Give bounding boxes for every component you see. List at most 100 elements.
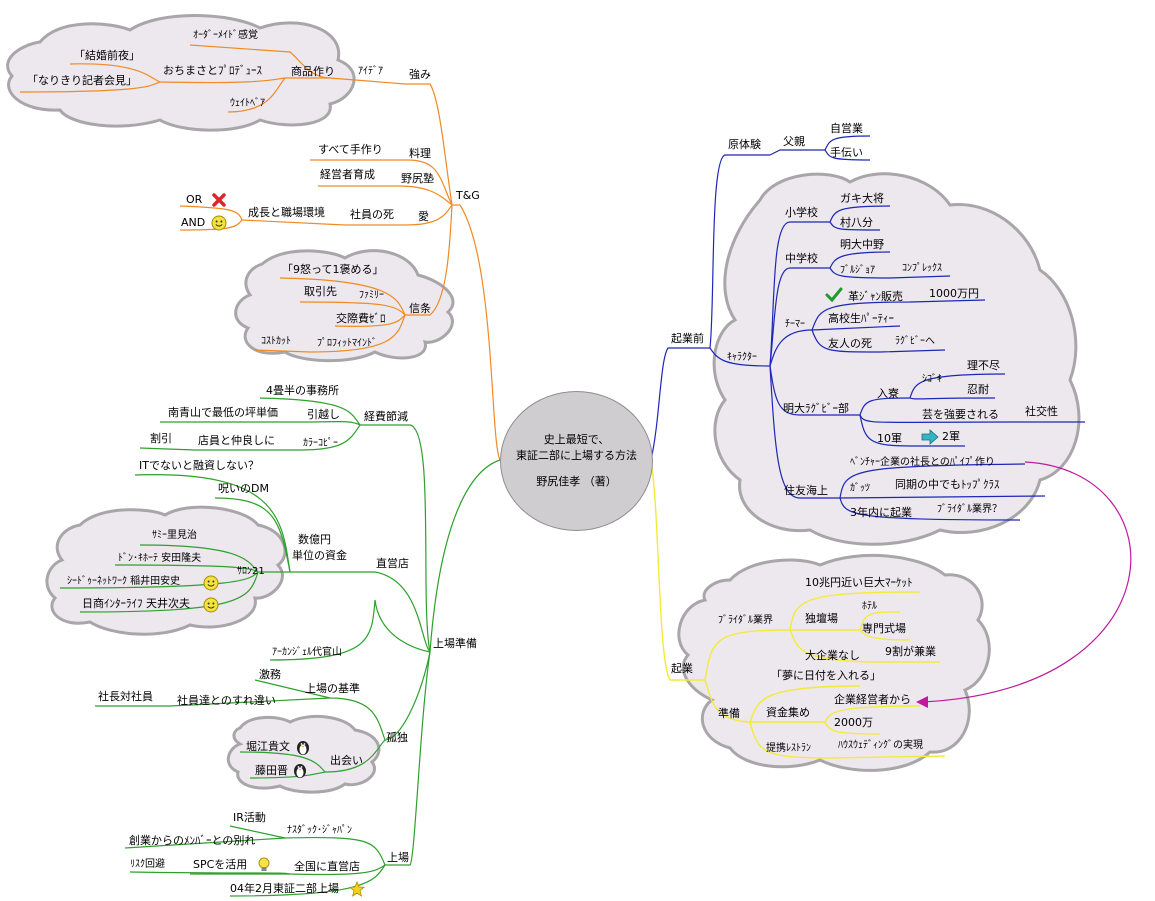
node-endure[interactable]: 忍耐	[967, 383, 989, 396]
node-meet[interactable]: 出会い	[330, 754, 363, 767]
node-nationwide[interactable]: 全国に直営店	[294, 860, 360, 873]
node-social[interactable]: 社交性	[1025, 405, 1058, 418]
node-unfair[interactable]: 理不尽	[967, 359, 1000, 372]
node-profit-mind[interactable]: ﾌﾟﾛﾌｨｯﾄﾏｲﾝﾄﾞ	[317, 338, 377, 349]
node-help[interactable]: 手伝い	[830, 146, 863, 159]
node-growth[interactable]: 成長と職場環境	[248, 206, 325, 219]
node-order-made[interactable]: ｵｰﾀﾞｰﾒｲﾄﾞ感覚	[193, 30, 258, 41]
node-family[interactable]: ﾌｧﾐﾘｰ	[359, 290, 384, 301]
node-hotel[interactable]: ﾎﾃﾙ	[862, 601, 877, 612]
node-character[interactable]: ｷｬﾗｸﾀｰ	[727, 352, 757, 363]
node-handmade[interactable]: すべて手作り	[318, 143, 383, 156]
node-solo[interactable]: 独壇場	[805, 612, 838, 625]
node-complex[interactable]: ｺﾝﾌﾟﾚｯｸｽ	[902, 263, 942, 274]
node-copier[interactable]: ｶﾗｰｺﾋﾟｰ	[303, 438, 338, 449]
node-salon[interactable]: ｻﾛﾝ21	[237, 566, 265, 577]
node-chapel[interactable]: 専門式場	[862, 622, 906, 635]
node-origin[interactable]: 原体験	[728, 138, 761, 151]
node-father[interactable]: 父親	[783, 135, 805, 148]
node-funds2[interactable]: 単位の資金	[292, 549, 347, 562]
node-sammy[interactable]: ｻﾐｰ里見治	[152, 530, 197, 541]
node-not-it[interactable]: ITでないと融資しない？	[139, 459, 259, 472]
node-fujita[interactable]: 藤田晋	[255, 764, 288, 777]
node-nasdaq[interactable]: ﾅｽﾀﾞｯｸ･ｼﾞｬﾊﾟﾝ	[287, 825, 352, 836]
node-junior[interactable]: 中学校	[785, 252, 818, 265]
node-tse[interactable]: 04年2月東証二部上場	[230, 882, 339, 895]
node-meidai[interactable]: 明大中野	[840, 238, 884, 251]
node-cursed-dm[interactable]: 呪いのDM	[218, 482, 269, 495]
node-friend-death[interactable]: 友人の死	[828, 337, 872, 350]
node-team2[interactable]: 2軍	[942, 430, 960, 443]
node-from-exec[interactable]: 企業経営者から	[834, 693, 911, 706]
node-direct-store[interactable]: 直営店	[376, 557, 409, 570]
node-gaki[interactable]: ガキ大将	[840, 192, 884, 205]
node-top-class[interactable]: 同期の中でもﾄｯﾌﾟｸﾗｽ	[895, 478, 1000, 491]
node-ochimasa[interactable]: おちまさとﾌﾟﾛﾃﾞｭｰｽ	[163, 64, 262, 77]
node-party[interactable]: 高校生ﾊﾟｰﾃｨｰ	[828, 312, 894, 325]
node-partner[interactable]: 提携ﾚｽﾄﾗﾝ	[766, 743, 811, 754]
node-self-employed[interactable]: 自営業	[830, 122, 863, 135]
node-farewell[interactable]: 創業からのﾒﾝﾊﾞｰとの別れ	[129, 834, 256, 847]
node-belief[interactable]: 信条	[409, 302, 431, 315]
node-seed[interactable]: ｼｰﾄﾞｩｰﾈｯﾄﾜｰｸ 稲井田安史	[67, 576, 181, 587]
node-discount[interactable]: 割引	[150, 432, 172, 445]
node-listing[interactable]: 上場	[387, 851, 409, 864]
node-prep[interactable]: 準備	[718, 707, 740, 720]
node-cost-cut[interactable]: ｺｽﾄｶｯﾄ	[261, 336, 291, 347]
central-topic[interactable]: 史上最短で、 東証二部に上場する方法 野尻佳孝 （著）	[500, 391, 653, 531]
node-team10[interactable]: 10軍	[877, 432, 902, 445]
node-mura[interactable]: 村八分	[840, 216, 873, 229]
node-risk[interactable]: ﾘｽｸ回避	[130, 859, 165, 870]
node-busy[interactable]: 激務	[259, 668, 281, 681]
node-president[interactable]: 社長対社員	[98, 690, 153, 703]
node-nine-anger[interactable]: 「9怒って1褒める」	[282, 263, 384, 276]
node-wedding-bear[interactable]: ｳｪｲﾄﾍﾞｱ	[230, 98, 265, 109]
node-product[interactable]: 商品作り	[291, 65, 335, 78]
node-idea[interactable]: ｱｲﾃﾞｱ	[358, 66, 383, 77]
node-clients[interactable]: 取引先	[304, 285, 337, 298]
node-cooking[interactable]: 料理	[409, 147, 431, 160]
node-cheap-area[interactable]: 南青山で最低の坪単価	[168, 406, 278, 419]
node-nojiri-juku[interactable]: 野尻塾	[401, 172, 434, 185]
node-solitude[interactable]: 孤独	[386, 731, 408, 744]
node-staff-death[interactable]: 社員の死	[350, 208, 394, 221]
node-and[interactable]: AND	[181, 216, 206, 229]
node-teamer[interactable]: ﾁｰﾏｰ	[785, 319, 805, 330]
node-raise[interactable]: 資金集め	[766, 706, 810, 719]
node-shigoki[interactable]: ｼｺﾞｷ	[922, 374, 942, 385]
node-horie[interactable]: 堀江貴文	[246, 740, 290, 753]
node-ir[interactable]: IR活動	[233, 811, 266, 824]
node-join[interactable]: 入寮	[877, 387, 899, 400]
node-office[interactable]: 4畳半の事務所	[266, 384, 339, 397]
node-rugby-to[interactable]: ﾗｸﾞﾋﾞｰへ	[895, 336, 935, 347]
node-kekkon[interactable]: 「結婚前夜」	[74, 49, 140, 62]
node-arcangel[interactable]: ｱｰｶﾝｼﾞｪﾙ代官山	[272, 647, 342, 658]
node-donki[interactable]: ﾄﾞﾝ･ｷﾎｰﾃ 安田隆夫	[118, 553, 202, 564]
node-bourgeois[interactable]: ﾌﾞﾙｼﾞｮｱ	[840, 265, 875, 276]
node-bridal-question[interactable]: ﾌﾞﾗｲﾀﾞﾙ業界？	[937, 504, 1002, 515]
node-leather[interactable]: 革ｼﾞｬﾝ販売	[848, 290, 903, 303]
node-gap[interactable]: 社員達とのすれ違い	[177, 694, 276, 707]
node-before-startup[interactable]: 起業前	[671, 332, 704, 345]
node-staff-close[interactable]: 店員と仲良しに	[198, 434, 275, 447]
node-tg[interactable]: T&G	[456, 189, 480, 202]
node-house-wedding[interactable]: ﾊｳｽｳｪﾃﾞｨﾝｸﾞの実現	[838, 740, 923, 751]
node-rugby-club[interactable]: 明大ﾗｸﾞﾋﾞｰ部	[783, 402, 849, 415]
node-criteria[interactable]: 上場の基準	[305, 682, 360, 695]
node-love[interactable]: 愛	[418, 210, 429, 223]
node-or[interactable]: OR	[186, 193, 203, 206]
node-narikiri[interactable]: 「なりきり記者会見」	[27, 74, 137, 87]
node-elementary[interactable]: 小学校	[785, 206, 818, 219]
node-cost-reduction[interactable]: 経費節減	[364, 410, 408, 423]
node-zero-cost[interactable]: 交際費ｾﾞﾛ	[336, 312, 386, 325]
node-ten-million[interactable]: 1000万円	[929, 287, 979, 300]
node-nissho[interactable]: 日商ｲﾝﾀｰﾗｲﾌ 天井次夫	[82, 597, 190, 610]
node-funds[interactable]: 数億円	[298, 533, 331, 546]
node-listing-prep[interactable]: 上場準備	[433, 637, 477, 650]
node-mgr-training[interactable]: 経営者育成	[320, 168, 375, 181]
node-trillion[interactable]: 10兆円近い巨大ﾏｰｹｯﾄ	[805, 576, 913, 589]
node-pipe[interactable]: ﾍﾞﾝﾁｬｰ企業の社長とのﾊﾟｲﾌﾟ作り	[850, 457, 995, 468]
node-strength[interactable]: 強み	[409, 68, 431, 81]
node-spc[interactable]: SPCを活用	[193, 858, 248, 871]
node-guts[interactable]: ｶﾞｯﾂ	[850, 483, 870, 494]
